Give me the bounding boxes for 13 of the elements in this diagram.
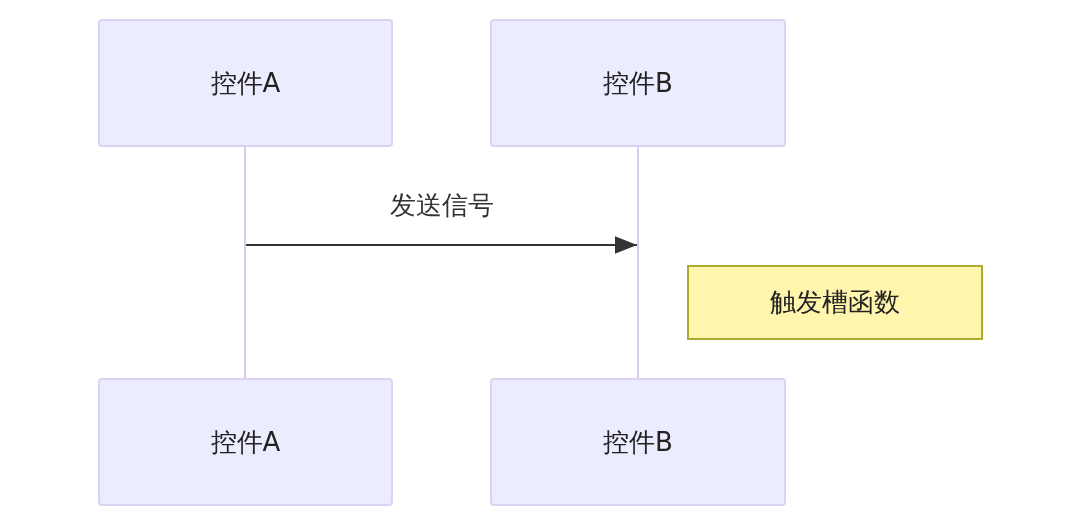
note-box xyxy=(687,265,983,340)
message-arrow xyxy=(245,236,638,254)
participant-box xyxy=(490,378,786,506)
participant-box xyxy=(98,19,393,147)
lifeline xyxy=(244,147,246,378)
participant-box xyxy=(98,378,393,506)
node-label: 触发槽函数 xyxy=(770,286,900,319)
participant-box xyxy=(490,19,786,147)
node-label: 控件A xyxy=(210,66,281,100)
node-label: 控件B xyxy=(603,425,673,459)
node-label: 控件B xyxy=(603,66,673,100)
lifeline xyxy=(637,147,639,378)
node-label: 控件A xyxy=(210,425,281,459)
